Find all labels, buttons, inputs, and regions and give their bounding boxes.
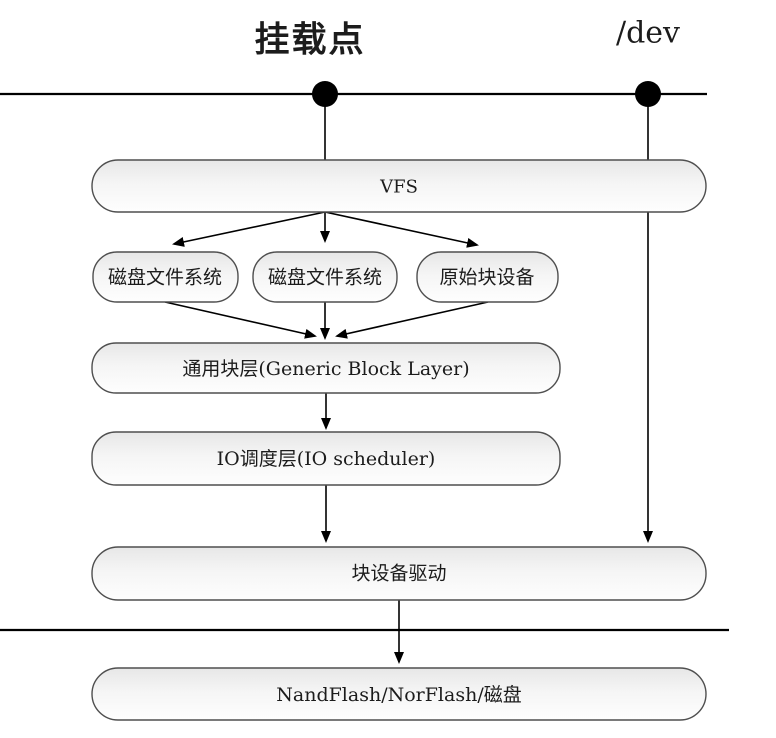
generic-block-layer-label: 通用块层(Generic Block Layer) — [182, 358, 469, 380]
dev-junction-dot — [635, 81, 661, 107]
generic-block-layer-box — [91, 342, 561, 394]
dev-title: /dev — [616, 16, 680, 51]
edge-vfs-to-raw-block — [324, 211, 479, 248]
raw-block-device-label: 原始块设备 — [439, 267, 534, 289]
mountpoint-junction-dot — [312, 81, 338, 107]
vfs-box — [91, 159, 707, 213]
disk-fs-mid-label: 磁盘文件系统 — [268, 267, 382, 289]
storage-devices-box — [91, 667, 707, 721]
block-device-driver-label: 块设备驱动 — [351, 563, 446, 585]
mount-point-title: 挂载点 — [254, 21, 365, 60]
io-scheduler-label: IO调度层(IO scheduler) — [217, 448, 436, 470]
io-scheduler-box — [91, 431, 561, 486]
disk-fs-left-label: 磁盘文件系统 — [108, 267, 222, 289]
edge-vfs-to-disk-fs-left — [172, 211, 326, 247]
edge-disk-fs-left-to-generic — [164, 301, 317, 339]
disk-fs-mid-box — [252, 251, 398, 303]
vfs-label: VFS — [379, 177, 418, 198]
raw-block-device-box — [416, 251, 559, 303]
edge-raw-block-to-generic — [335, 301, 489, 339]
disk-fs-left-box — [92, 251, 239, 303]
storage-devices-label: NandFlash/NorFlash/磁盘 — [276, 684, 521, 706]
block-device-driver-box — [91, 546, 707, 601]
